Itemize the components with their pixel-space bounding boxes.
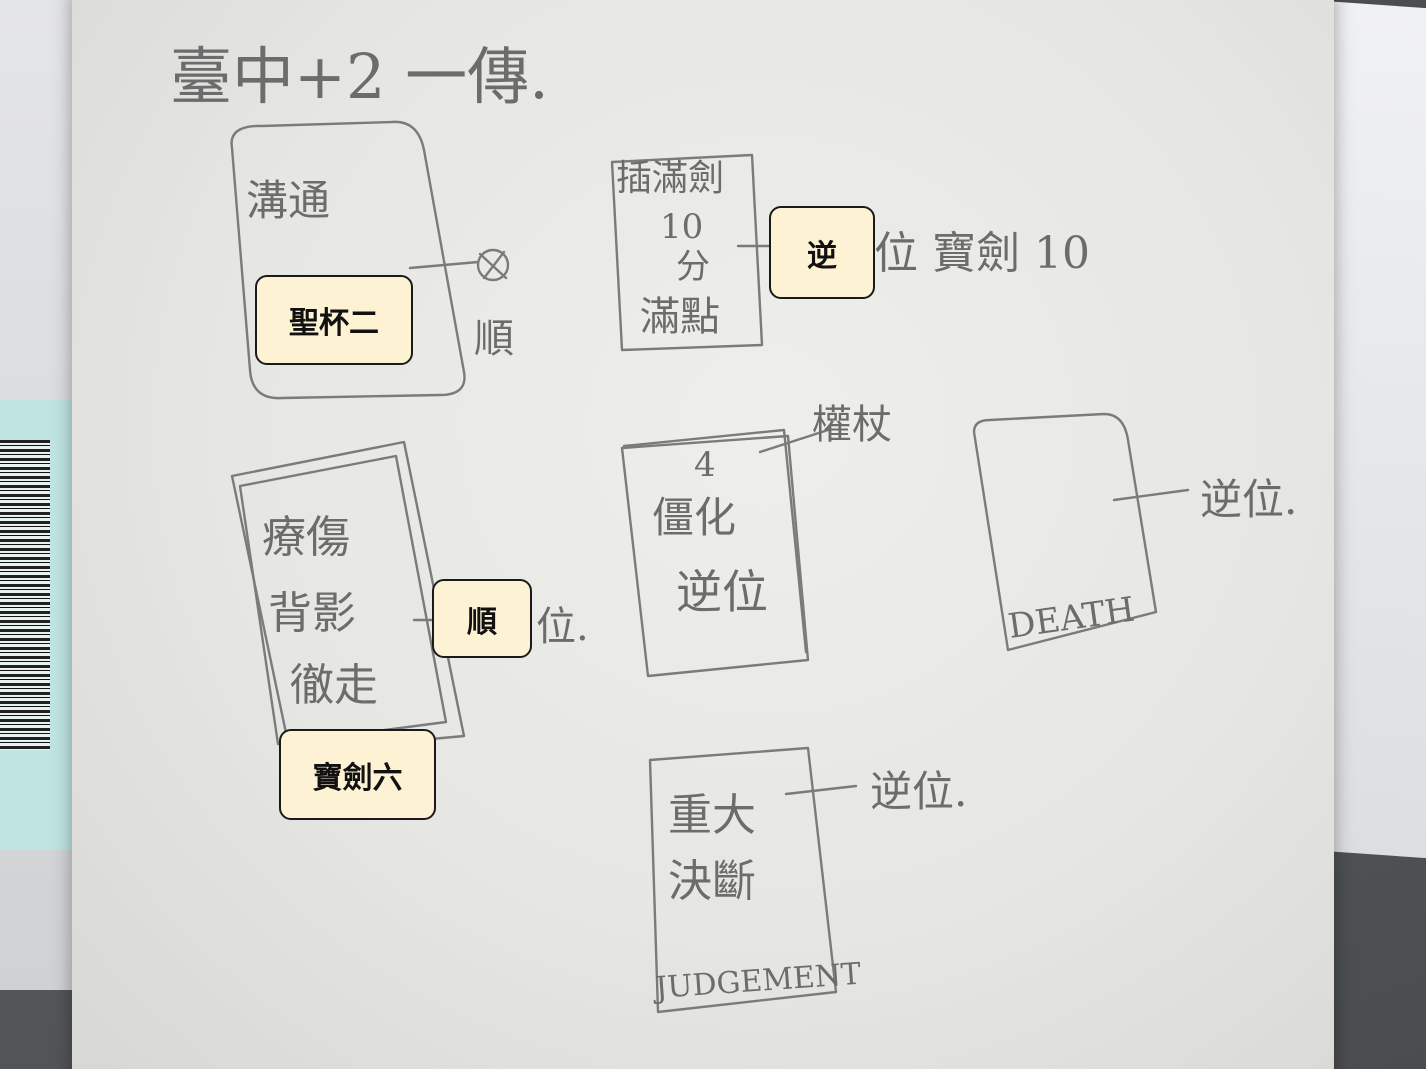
card-judgement-position: 逆位. [870,767,967,816]
card-full-marks-line4: 滿點 [640,294,720,340]
card-scepter-outline [620,434,810,678]
scribble-mark [476,248,510,282]
card-judgement-name: JUDGEMENT [651,957,862,1007]
card-wound-position-suffix: 位. [536,604,589,650]
card-scepter-tag: 權杖 [812,402,892,448]
card-full-marks-outline [610,153,764,352]
barcode [0,440,50,750]
card-full-marks-line2: 10 [660,207,703,247]
card-scepter-connector [758,428,830,454]
card-communication-connector [408,260,480,270]
label-reversed: 逆 [769,206,875,299]
card-communication-outline [230,120,466,400]
card-full-marks-line1: 插滿劍 [616,158,724,199]
card-communication-text: 溝通 [246,176,330,225]
card-full-marks-line3: 分 [676,247,710,287]
card-death-name: DEATH [1006,590,1137,647]
card-wound-outline-inner [238,454,448,746]
card-scepter-number: 4 [694,445,716,485]
label-upright: 順 [432,579,532,658]
note-paper [72,0,1334,1069]
note-title: 臺中+2 一傳. [170,40,549,113]
card-full-marks-right-note: 位 寶劍 10 [874,228,1090,279]
card-death-outline [972,412,1158,652]
label-swords-six: 寶劍六 [279,729,436,820]
card-judgement-outline [648,746,838,1014]
card-judgement-line1: 重大 [668,790,756,841]
label-cups-two: 聖杯二 [255,275,413,365]
card-death-connector [1112,488,1190,502]
card-communication-line-label: 順 [474,316,514,362]
card-judgement-line2: 決斷 [668,856,756,907]
card-death-position: 逆位. [1200,475,1297,524]
card-scepter-line1: 僵化 [652,493,736,542]
card-scepter-line2: 逆位 [676,565,768,619]
card-wound-line3: 徹走 [290,660,378,711]
card-judgement-connector [784,784,858,796]
card-wound-line2: 背影 [268,588,356,639]
scribble-cross [478,250,508,280]
card-wound-outline [230,440,466,754]
card-scepter-outline-double [622,428,808,654]
card-wound-line1: 療傷 [262,512,350,563]
